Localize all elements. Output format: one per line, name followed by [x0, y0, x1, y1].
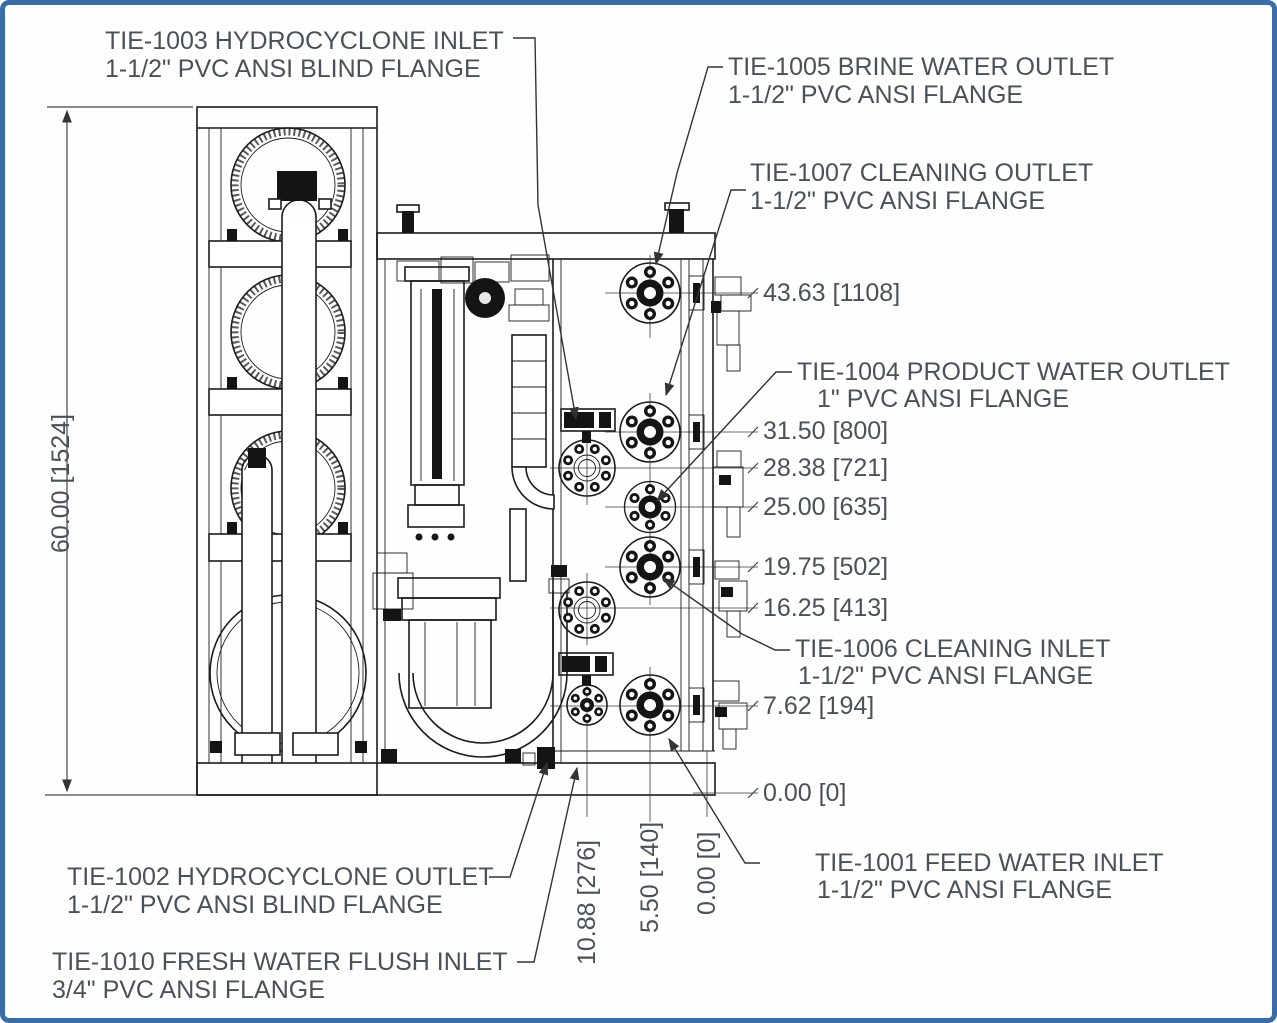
bottom-dimensions: 10.88 [276] 5.50 [140] 0.00 [0]: [573, 822, 721, 965]
dim-bottom-0-00: 0.00 [0]: [693, 832, 721, 915]
top-rail-bolt: [402, 211, 414, 233]
callout-tie1007-line2: 1-1/2" PVC ANSI FLANGE: [750, 187, 1045, 215]
callout-tie1001-line2: 1-1/2" PVC ANSI FLANGE: [817, 876, 1112, 904]
uv-sterilizer-housing: [404, 266, 470, 541]
leader-tie1006: [661, 577, 790, 651]
callout-labels: TIE-1003 HYDROCYCLONE INLET 1-1/2" PVC A…: [52, 27, 1230, 1004]
elevation-drawing: 60.00 [1524] 43.63 [1108] 31.50 [800] 28…: [45, 27, 1230, 1004]
dim-25-00: 25.00 [635]: [763, 493, 888, 521]
vessel-saddles: [210, 229, 367, 753]
dim-16-25: 16.25 [413]: [763, 594, 888, 622]
valve-handle-lower: [558, 652, 614, 685]
overall-height-dimension: 60.00 [1524]: [47, 106, 193, 793]
skid-foot: [505, 749, 521, 763]
dim-43-63: 43.63 [1108]: [763, 279, 900, 307]
flange-fresh-water-flush-inlet: [566, 684, 608, 726]
dim-7-62: 7.62 [194]: [763, 692, 874, 720]
flange-feed-water-inlet: [619, 674, 681, 736]
callout-tie1002-line2: 1-1/2" PVC ANSI BLIND FLANGE: [67, 891, 443, 919]
booster-pump: [372, 552, 414, 621]
pipe-elbow: [511, 466, 555, 510]
rack-bottom-hardware: [234, 732, 339, 756]
dim-19-75: 19.75 [502]: [763, 553, 888, 581]
valve-handle-upper: [560, 408, 616, 443]
dim-10-88: 10.88 [276]: [573, 840, 601, 965]
machinery-bay: [372, 202, 716, 769]
rack-rail: [208, 533, 352, 562]
leader-tie1003: [513, 37, 579, 421]
callout-tie1005-line1: TIE-1005 BRINE WATER OUTLET: [728, 53, 1114, 81]
u-hose: [398, 565, 570, 758]
callout-tie1001-line1: TIE-1001 FEED WATER INLET: [815, 849, 1164, 877]
leader-tie1004: [656, 371, 792, 502]
leader-lines: [489, 37, 792, 963]
rack-rail: [208, 388, 352, 416]
dim-28-38: 28.38 [721]: [763, 454, 888, 482]
centerlines: [550, 255, 758, 822]
right-dimensions: 43.63 [1108] 31.50 [800] 28.38 [721] 25.…: [693, 279, 900, 807]
rack-header-pipe-main: [268, 171, 332, 763]
callout-tie1004-line2: 1" PVC ANSI FLANGE: [817, 385, 1069, 413]
external-fittings: [711, 276, 752, 750]
dim-31-50: 31.50 [800]: [763, 417, 888, 445]
overall-height-text: 60.00 [1524]: [47, 414, 75, 553]
flange-panel: [550, 255, 758, 822]
callout-tie1004-line1: TIE-1004 PRODUCT WATER OUTLET: [797, 358, 1230, 386]
callout-tie1006-line1: TIE-1006 CLEANING INLET: [795, 635, 1110, 663]
callout-tie1007-line1: TIE-1007 CLEANING OUTLET: [750, 159, 1093, 187]
callout-tie1002-line1: TIE-1002 HYDROCYCLONE OUTLET: [67, 863, 494, 891]
dim-0-00: 0.00 [0]: [763, 779, 846, 807]
rack-header-pipe-second: [241, 448, 273, 763]
skid-base: [45, 750, 716, 796]
callout-tie1003-line1: TIE-1003 HYDROCYCLONE INLET: [105, 27, 504, 55]
drain-fitting: [522, 752, 536, 766]
leader-tie1007: [664, 189, 746, 397]
leader-tie1010: [517, 766, 580, 963]
pipe-column: [508, 288, 555, 582]
upper-equipment: [396, 254, 550, 318]
callout-tie1005-line2: 1-1/2" PVC ANSI FLANGE: [728, 81, 1023, 109]
callout-tie1006-line2: 1-1/2" PVC ANSI FLANGE: [798, 662, 1093, 690]
callout-tie1003-line2: 1-1/2" PVC ANSI BLIND FLANGE: [105, 55, 481, 83]
membrane-rack: [196, 106, 378, 796]
panel-tabs: [688, 275, 705, 723]
leader-tie1005: [653, 66, 723, 266]
leader-tie1001: [668, 737, 760, 864]
callout-tie1010-line2: 3/4" PVC ANSI FLANGE: [52, 976, 325, 1004]
skid-foot: [381, 749, 397, 763]
dim-5-50: 5.50 [140]: [636, 822, 664, 933]
top-rail-bolt: [669, 209, 684, 233]
rack-rail: [208, 240, 352, 268]
top-rail-bolt: [396, 204, 420, 213]
leader-tie1002: [489, 761, 549, 878]
callout-tie1010-line1: TIE-1010 FRESH WATER FLUSH INLET: [52, 948, 508, 976]
